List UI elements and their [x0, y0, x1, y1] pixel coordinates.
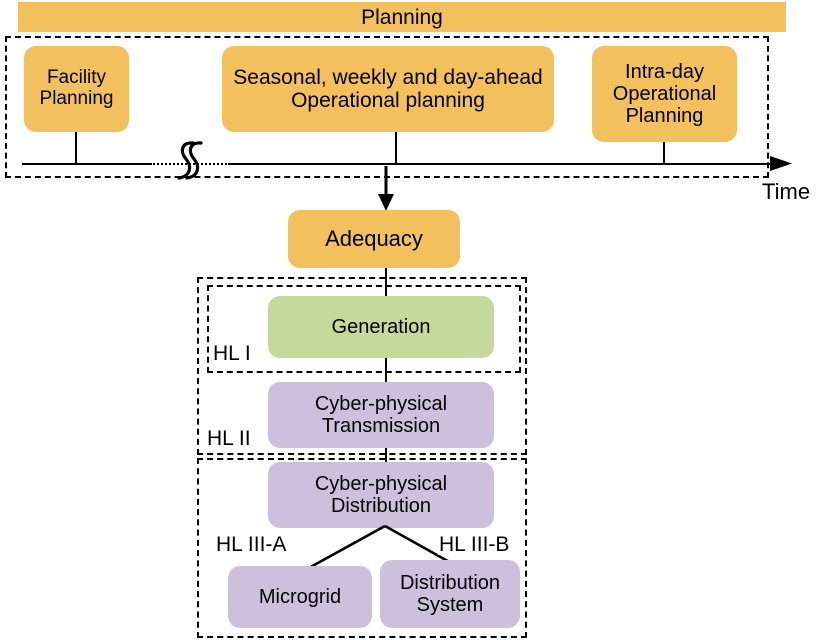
- node-cyber-physical-distribution-label: Cyber-physical Distribution: [314, 473, 448, 517]
- hl-group-container: [197, 277, 527, 455]
- node-generation[interactable]: Generation: [268, 296, 494, 358]
- node-distribution-system-label: Distribution System: [399, 572, 501, 616]
- hl-2-label: HL II: [207, 427, 251, 450]
- hl-3-a-label: HL III-A: [215, 533, 288, 556]
- hl-3-b-label: HL III-B: [438, 533, 511, 556]
- hl-1-label: HL I: [213, 342, 251, 365]
- connector-transmission-distribution: [385, 448, 387, 470]
- node-seasonal-weekly-dayahead-planning[interactable]: Seasonal, weekly and day-ahead Operation…: [222, 46, 554, 132]
- node-cyber-physical-transmission[interactable]: Cyber-physical Transmission: [268, 382, 494, 448]
- hl-3-container: [197, 458, 527, 638]
- time-axis-label: Time: [762, 179, 811, 204]
- node-intra-day-operational-planning[interactable]: Intra-day Operational Planning: [592, 46, 737, 142]
- node-facility-planning[interactable]: Facility Planning: [24, 46, 129, 132]
- node-microgrid[interactable]: Microgrid: [228, 566, 372, 628]
- node-facility-planning-label: Facility Planning: [39, 67, 114, 109]
- node-adequacy-label: Adequacy: [325, 225, 423, 251]
- node-intra-day-operational-planning-label: Intra-day Operational Planning: [612, 61, 717, 127]
- timeline-arrowhead-icon: [770, 154, 796, 174]
- timeline-tick-intraday: [663, 142, 665, 164]
- node-adequacy[interactable]: Adequacy: [288, 210, 460, 268]
- planning-banner-label: Planning: [361, 5, 443, 29]
- arrow-timeline-to-adequacy: [374, 166, 398, 212]
- node-microgrid-label: Microgrid: [258, 586, 342, 608]
- connector-generation-transmission: [385, 358, 387, 386]
- node-cyber-physical-distribution[interactable]: Cyber-physical Distribution: [268, 462, 494, 528]
- node-generation-label: Generation: [331, 316, 431, 338]
- node-seasonal-weekly-dayahead-planning-label: Seasonal, weekly and day-ahead Operation…: [233, 65, 543, 112]
- node-cyber-physical-transmission-label: Cyber-physical Transmission: [314, 393, 448, 437]
- timeline-axis-right: [228, 163, 773, 165]
- connector-adequacy-generation: [385, 268, 387, 300]
- timeline-tick-facility: [75, 132, 77, 164]
- hl-1-container: [207, 285, 521, 373]
- axis-break-squiggle-icon: [168, 138, 208, 190]
- planning-banner: Planning: [18, 2, 786, 32]
- timeline-axis-left: [22, 163, 150, 165]
- node-distribution-system[interactable]: Distribution System: [380, 560, 520, 628]
- timeline-tick-seasonal: [395, 132, 397, 164]
